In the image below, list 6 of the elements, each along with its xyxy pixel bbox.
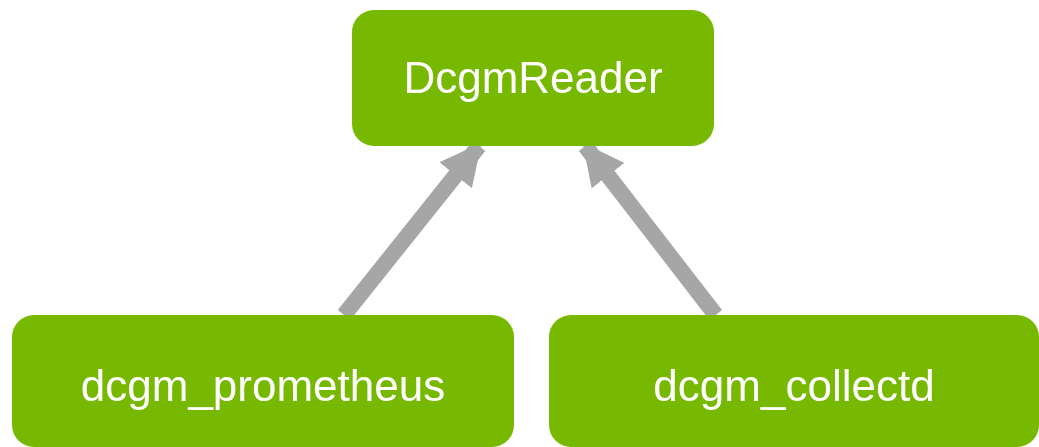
process-box bbox=[352, 10, 714, 146]
node-label: DcgmReader bbox=[403, 53, 663, 103]
process-box bbox=[549, 315, 1039, 447]
process-box bbox=[12, 315, 514, 447]
node-label: dcgm_prometheus bbox=[80, 361, 446, 411]
node-label: dcgm_collectd bbox=[653, 361, 935, 411]
